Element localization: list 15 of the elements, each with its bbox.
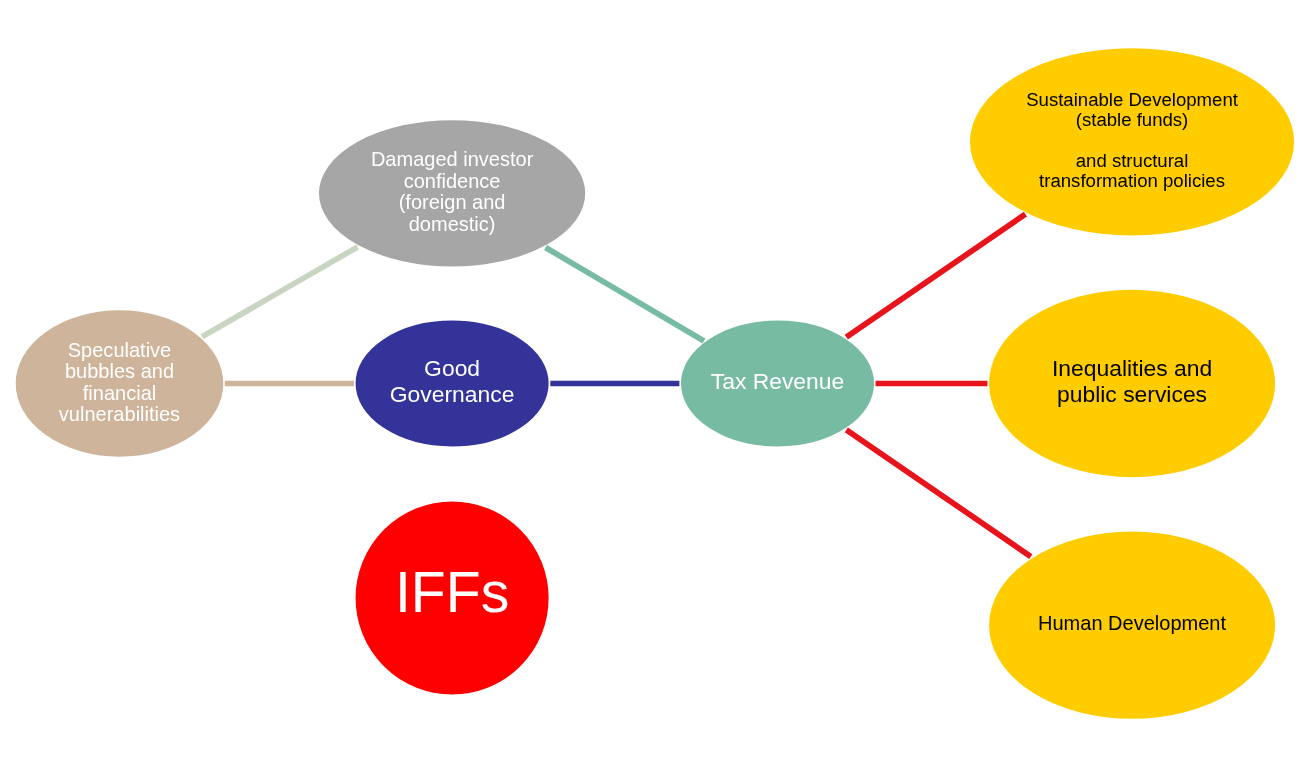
node-ellipse: Sustainable Development (stable funds) and structural transformation policies xyxy=(967,45,1297,239)
connector xyxy=(224,380,355,387)
node-circle: IFFs xyxy=(352,498,552,698)
node-ellipse: Human Development xyxy=(986,528,1278,722)
node-ellipse: Damaged investor confidence (foreign and domestic) xyxy=(316,117,589,270)
node-ellipse: Tax Revenue xyxy=(678,317,877,450)
connector xyxy=(875,380,988,387)
connector xyxy=(844,211,1028,340)
node-ellipse: Good Governance xyxy=(352,317,552,450)
connector xyxy=(200,244,360,340)
node-ellipse: Inequalities and public services xyxy=(986,286,1278,481)
connector xyxy=(844,427,1033,559)
connector xyxy=(550,380,680,387)
node-ellipse: Speculative bubbles and financial vulnerabilities xyxy=(12,307,227,460)
connector xyxy=(544,245,706,344)
